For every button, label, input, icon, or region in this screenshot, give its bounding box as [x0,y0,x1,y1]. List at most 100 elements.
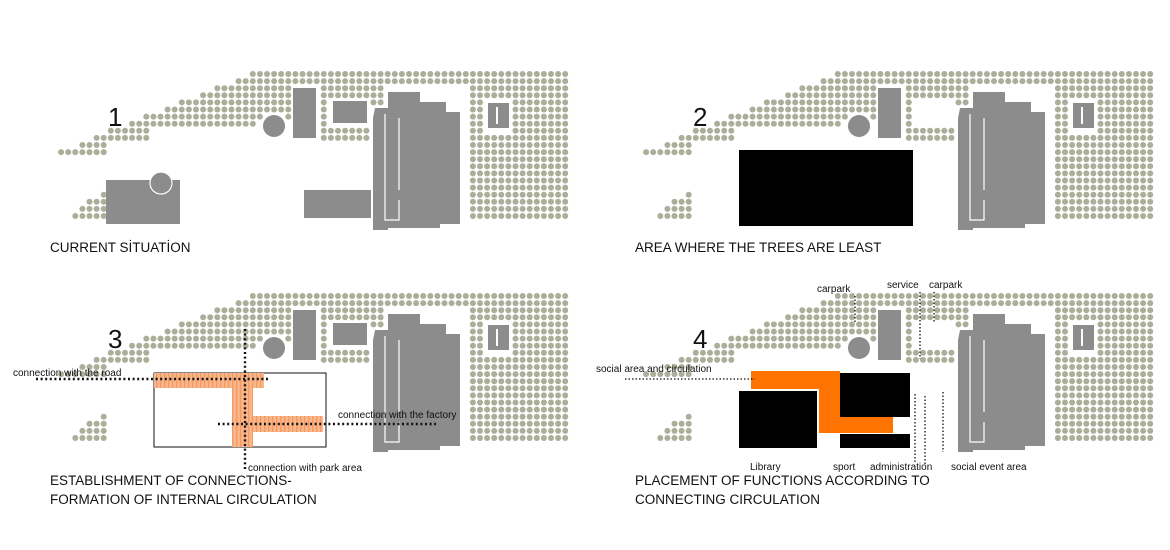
tree-dot [477,321,483,328]
tree-dot [391,300,398,307]
tree-dot [228,99,235,106]
tree-dot [512,127,519,134]
tree-dot [356,78,363,85]
sport-label: sport [833,462,855,473]
tree-dot [1069,213,1076,219]
tree-dot [136,120,143,127]
tree-dot [469,335,476,342]
tree-dot [391,71,398,77]
tree-dot [498,177,505,184]
tree-dot [200,335,207,342]
tree-dot [512,399,519,406]
tree-dot [1140,364,1147,370]
tree-dot [1140,156,1147,163]
tree-dot [370,85,377,92]
tree-dot [278,314,285,321]
tree-dot [1140,213,1147,219]
tree-dot [920,71,926,77]
tree-dot [1054,406,1061,413]
tree-dot [1090,149,1097,156]
tree-dot [363,300,370,307]
tree-dot [278,328,285,335]
tree-dot [955,99,962,106]
tree-dot [912,293,919,299]
tree-dot [285,307,292,314]
tree-dot [770,335,777,342]
tree-dot [1104,99,1111,106]
tree-dot [905,134,912,141]
tree-dot [200,99,207,106]
tree-dot [1140,435,1147,441]
tree-dot [1125,163,1132,170]
tree-dot [548,177,554,184]
tree-dot [384,300,391,307]
tree-dot [555,113,562,120]
tree-dot [1118,191,1125,198]
tree-dot [477,335,483,342]
tree-dot [799,328,806,335]
tree-dot [678,213,685,219]
tree-dot [540,142,547,148]
tree-dot [200,113,207,120]
tree-dot [548,293,554,299]
tree-dot [1125,321,1132,328]
tree-dot [193,335,199,342]
tree-dot [320,127,327,134]
tree-dot [548,399,554,406]
tree-dot [905,113,912,120]
tree-dot [540,85,547,92]
tree-dot [320,314,327,321]
tree-dot [1140,106,1147,113]
tree-dot [1147,198,1154,205]
tree-dot [849,85,855,92]
tree-dot [912,314,919,321]
tree-dot [1097,371,1104,378]
tree-dot [1125,92,1132,99]
tree-dot [1090,134,1097,141]
tree-dot [512,156,519,163]
tree-dot [1133,184,1139,191]
tree-dot [1062,420,1068,427]
tree-dot [983,300,990,307]
tree-dot [555,163,562,170]
tree-dot [1097,349,1104,356]
tree-dot [335,307,341,314]
tree-dot [548,99,554,106]
tree-dot [1097,427,1104,434]
tree-dot [150,335,157,342]
tree-dot [1111,78,1118,85]
tree-dot [519,300,526,307]
tree-dot [526,349,533,356]
round-structure [397,319,411,333]
tree-dot [526,385,533,392]
tree-dot [827,85,834,92]
tree-dot [271,314,278,321]
tree-dot [834,328,841,335]
tree-dot [335,314,341,321]
tree-dot [562,113,569,120]
tree-dot [834,300,841,307]
tree-dot [912,134,919,141]
tree-dot [100,205,107,212]
tree-dot [264,314,270,321]
tree-dot [1069,191,1076,198]
tree-dot [778,106,784,113]
tree-dot [912,92,919,99]
tree-dot [1090,392,1097,399]
tree-dot [1147,392,1154,399]
tree-dot [1062,213,1068,219]
tree-dot [221,335,228,342]
tree-dot [1118,342,1125,349]
tree-dot [884,78,891,85]
tree-dot [1147,184,1154,191]
tree-dot [1062,427,1068,434]
tree-dot [1118,149,1125,156]
factory-building [373,92,460,230]
tree-dot [143,127,150,134]
tree-dot [1054,314,1061,321]
tree-dot [533,413,540,420]
tree-dot [548,342,554,349]
tree-dot [526,314,533,321]
tree-dot [306,71,313,77]
tree-dot [1111,427,1118,434]
